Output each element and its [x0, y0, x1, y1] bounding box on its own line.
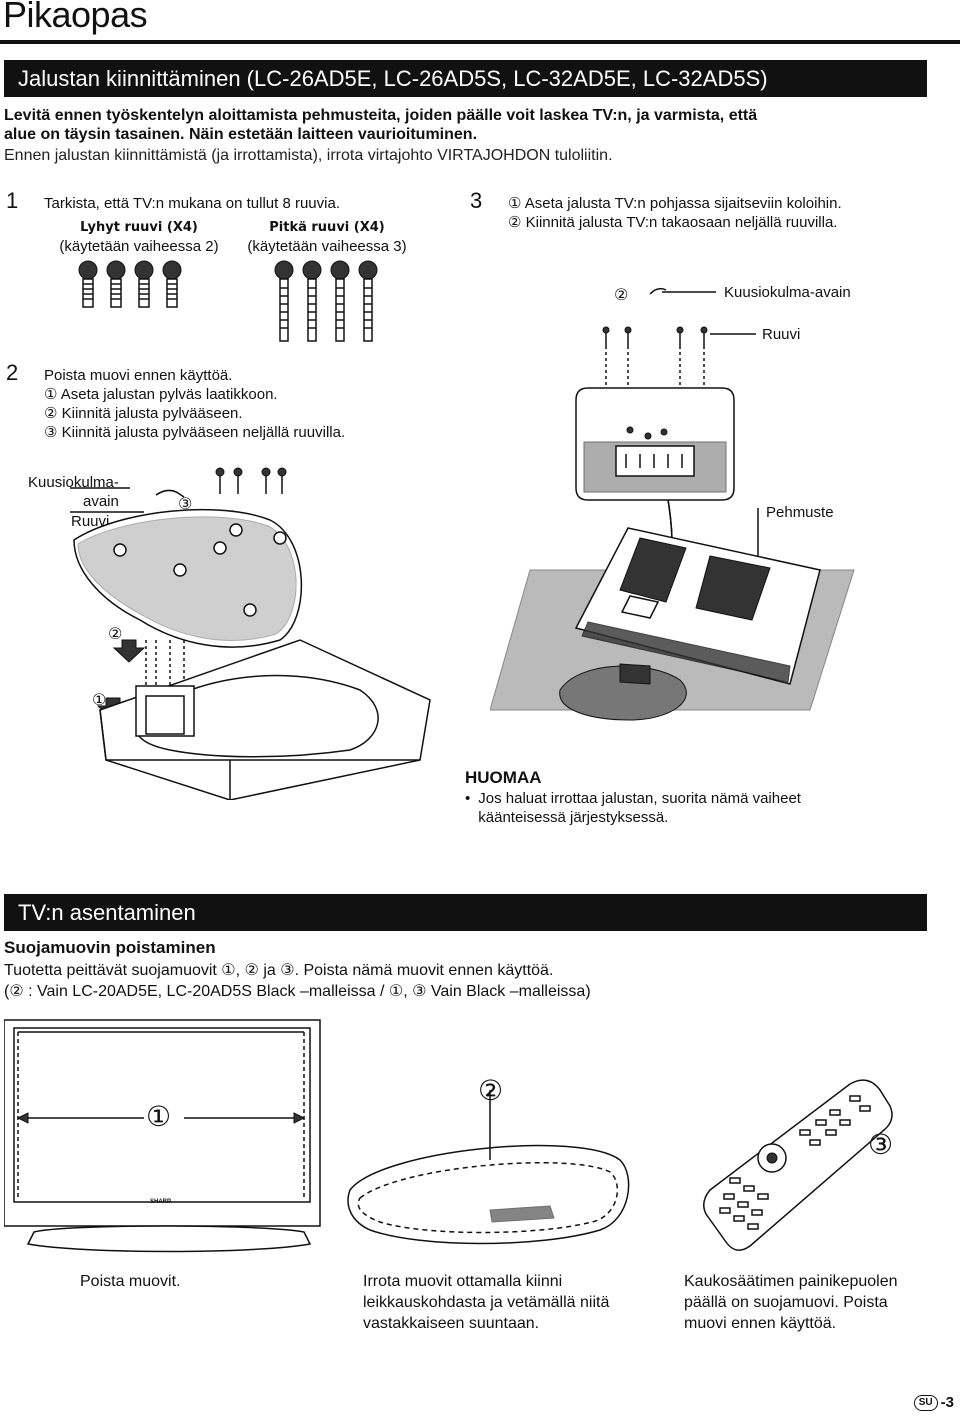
page-title: Pikaopas	[3, 0, 148, 35]
remote-illustration	[703, 1079, 893, 1251]
stand-callout-2: ②	[478, 1074, 504, 1107]
step-3-number: 3	[470, 188, 483, 213]
stand-illustration	[347, 1090, 630, 1245]
language-badge: SU	[913, 1394, 938, 1411]
step-3-callout-2: ②	[614, 285, 629, 304]
step-3-cushion-label: Pehmuste	[766, 504, 834, 521]
step-2-callout-2: ②	[108, 624, 123, 643]
step-3-item-1: ① Aseta jalusta TV:n pohjassa sijaitsevi…	[508, 195, 842, 212]
step-3-item-2: ② Kiinnitä jalusta TV:n takaosaan neljäl…	[508, 214, 838, 231]
hex-key-icon	[649, 287, 667, 295]
caption-stand: Irrota muovit ottamalla kiinni leikkausk…	[363, 1273, 610, 1332]
install-line-2: (② : Vain LC-20AD5E, LC-20AD5S Black –ma…	[4, 983, 591, 1000]
step-2-illustration	[70, 467, 431, 800]
install-section-heading: TV:n asentaminen	[4, 894, 927, 931]
remote-callout-3: ③	[868, 1128, 894, 1161]
remote-buttons	[719, 1095, 871, 1230]
page-number: SU -3	[913, 1394, 954, 1411]
tv-screws	[602, 326, 708, 346]
step-2-item-3: ③ Kiinnitä jalusta pylvääseen neljällä r…	[44, 424, 346, 441]
note-text: Jos haluat irrottaa jalustan, suorita nä…	[478, 790, 801, 826]
arrow-down-icon	[112, 639, 146, 663]
tv-brand-logo: SHARP	[150, 1199, 172, 1205]
short-screws	[78, 260, 182, 308]
step-2-item-1: ① Aseta jalustan pylväs laatikkoon.	[44, 386, 278, 403]
install-sub-heading: Suojamuovin poistaminen	[4, 938, 216, 957]
note-body: • Jos haluat irrottaa jalustan, suorita …	[465, 789, 885, 827]
tv-screen	[13, 1027, 311, 1203]
step-2-hex-key-label-b: avain	[83, 493, 119, 510]
tv-stand-base	[26, 1225, 312, 1253]
note-title: HUOMAA	[465, 768, 542, 787]
stand-base-plate	[73, 508, 303, 648]
stand-section-heading: Jalustan kiinnittäminen (LC-26AD5E, LC-2…	[4, 60, 927, 97]
stand-warning-line-2: alue on täysin tasainen. Näin estetään l…	[4, 126, 478, 143]
short-screw-label: Lyhyt ruuvi (X4)	[80, 220, 198, 235]
note-bullet: •	[465, 790, 471, 807]
step-2-number: 2	[6, 360, 19, 385]
caption-tv: Poista muovit.	[80, 1273, 181, 1290]
step-2-hex-key-label-a: Kuusiokulma-	[28, 474, 119, 491]
step-2-callout-1: ①	[92, 690, 107, 709]
caption-remote: Kaukosäätimen painikepuolen päällä on su…	[684, 1273, 898, 1332]
step-2-item-2: ② Kiinnitä jalusta pylvääseen.	[44, 405, 243, 422]
long-screws	[274, 260, 378, 342]
tv-back	[574, 527, 821, 685]
short-screw-sub: (käytetään vaiheessa 2)	[59, 238, 219, 255]
tv-illustration	[4, 1019, 321, 1253]
step-1-number: 1	[6, 188, 19, 213]
stand-warning-line-1: Levitä ennen työskentelyn aloittamista p…	[4, 107, 758, 124]
tv-bottom-detail	[575, 387, 735, 501]
step-3-screw-label: Ruuvi	[762, 326, 801, 343]
step-3-hex-key-label: Kuusiokulma-avain	[724, 284, 851, 301]
tv-callout-1: ①	[146, 1100, 172, 1133]
stand-attached	[559, 663, 687, 721]
screws-illustration	[78, 260, 378, 342]
step-1-text: Tarkista, että TV:n mukana on tullut 8 r…	[44, 195, 340, 212]
stand-warning: Levitä ennen työskentelyn aloittamista p…	[4, 106, 904, 144]
step-2-callout-3: ③	[178, 494, 193, 513]
hex-key-icon	[155, 489, 185, 498]
title-rule	[0, 40, 960, 44]
packing-box	[99, 639, 431, 800]
long-screw-label: Pitkä ruuvi (X4)	[269, 220, 385, 235]
step-3-illustration	[490, 287, 855, 721]
install-line-1: Tuotetta peittävät suojamuovit ①, ② ja ③…	[4, 962, 554, 979]
step-2-text: Poista muovi ennen käyttöä.	[44, 367, 233, 384]
stand-intro: Ennen jalustan kiinnittämistä (ja irrott…	[4, 147, 613, 164]
long-screw-sub: (käytetään vaiheessa 3)	[247, 238, 407, 255]
page-number-label: -3	[940, 1394, 954, 1411]
step-2-screw-label: Ruuvi	[71, 513, 110, 530]
